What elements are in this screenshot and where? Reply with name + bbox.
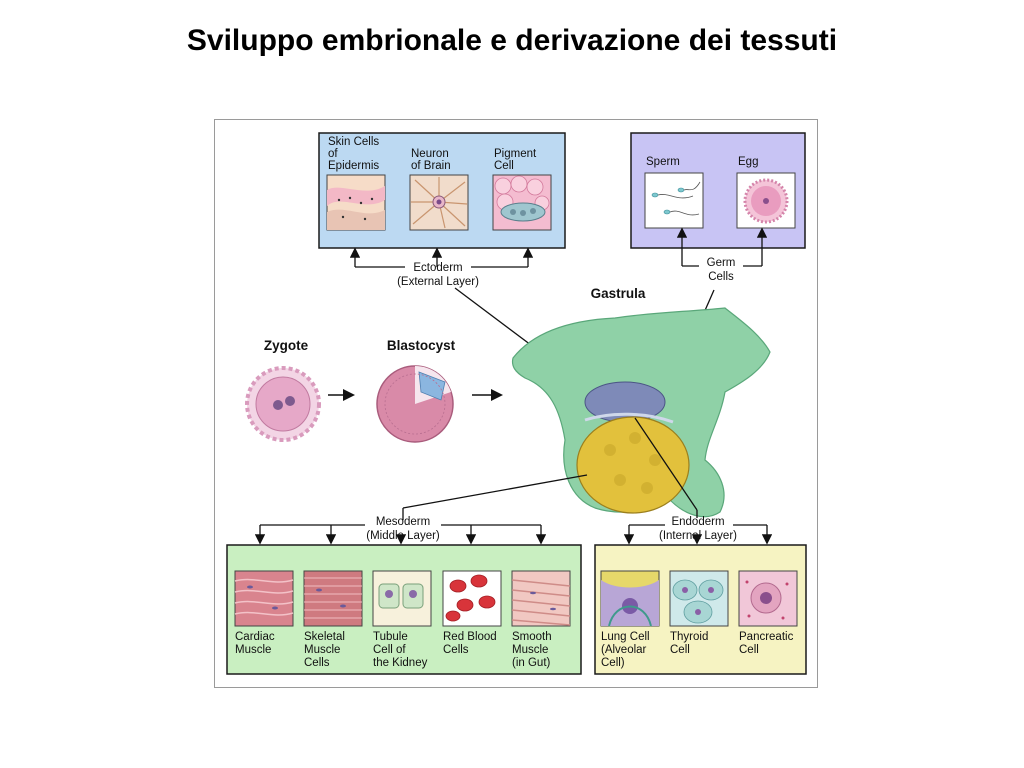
ectoderm-cell-label-line: of Brain bbox=[411, 160, 451, 172]
kidney-tubule-image bbox=[372, 570, 432, 627]
mesoderm-cell-label: Tubule Cell of the Kidney bbox=[373, 631, 428, 669]
zygote-image bbox=[245, 366, 321, 442]
cardiac-muscle-image bbox=[234, 570, 294, 627]
endoderm-cell-label: Thyroid Cell bbox=[670, 631, 712, 656]
endoderm-cell-label-line: Lung Cell bbox=[601, 631, 650, 643]
mesoderm-cell-label-line: Cells bbox=[304, 657, 330, 669]
ectoderm-cell-label: Skin Cells of Epidermis bbox=[328, 136, 382, 172]
mesoderm-description: (Middle Layer) bbox=[366, 530, 440, 542]
thyroid-cell-image bbox=[669, 570, 729, 627]
mesoderm-cell-label-line: Muscle bbox=[512, 644, 548, 656]
mesoderm-cell-label-line: Cell of bbox=[373, 644, 406, 656]
gastrula-image bbox=[511, 307, 771, 518]
mesoderm-cell-label: Cardiac Muscle bbox=[235, 631, 278, 656]
ectoderm-description: (External Layer) bbox=[397, 276, 479, 288]
slide-title: Sviluppo embrionale e derivazione dei te… bbox=[186, 24, 838, 57]
mesoderm-cell-label: Red Blood Cells bbox=[443, 631, 500, 656]
smooth-muscle-image bbox=[511, 570, 571, 627]
neuron-image bbox=[409, 174, 469, 231]
mesoderm-cell-label-line: Cells bbox=[443, 644, 469, 656]
lung-cell-image bbox=[600, 570, 660, 627]
mesoderm-cell-label-line: Skeletal bbox=[304, 631, 345, 643]
blastocyst-label: Blastocyst bbox=[387, 338, 456, 353]
embryo-diagram: Skin Cells of Epidermis Neuron of Brain … bbox=[214, 119, 818, 688]
egg-label: Egg bbox=[738, 156, 758, 168]
endoderm-cell-label-line: Pancreatic bbox=[739, 631, 794, 643]
endoderm-cell-label-line: Thyroid bbox=[670, 631, 708, 643]
endoderm-panel: Lung Cell (Alveolar Cell) Thyroid Cell P… bbox=[594, 544, 807, 675]
sperm-image bbox=[644, 172, 704, 229]
mesoderm-cell-label-line: (in Gut) bbox=[512, 657, 551, 669]
ectoderm-cell-label-line: Cell bbox=[494, 160, 514, 172]
germ-cells-label-line2: Cells bbox=[708, 271, 734, 283]
ectoderm-cell-label-line: Neuron bbox=[411, 148, 449, 160]
pancreatic-cell-image bbox=[738, 570, 798, 627]
mesoderm-cell-label-line: Smooth bbox=[512, 631, 552, 643]
mesoderm-cell-label-line: Muscle bbox=[304, 644, 340, 656]
egg-image bbox=[736, 172, 796, 229]
sperm-label: Sperm bbox=[646, 156, 680, 168]
mesoderm-cell-label-line: the Kidney bbox=[373, 657, 428, 669]
endoderm-cell-label-line: Cell) bbox=[601, 657, 625, 669]
mesoderm-cell-label-line: Red Blood bbox=[443, 631, 497, 643]
endoderm-cell-label: Lung Cell (Alveolar Cell) bbox=[601, 631, 653, 669]
pigment-cell-image bbox=[492, 174, 552, 231]
skin-cell-image bbox=[326, 174, 386, 231]
endoderm-cell-label-line: Cell bbox=[739, 644, 759, 656]
ectoderm-cell-label-line: Skin Cells bbox=[328, 136, 379, 148]
endoderm-cell-label: Pancreatic Cell bbox=[739, 631, 797, 656]
mesoderm-connector bbox=[254, 474, 588, 545]
germ-cells-label: Germ bbox=[707, 257, 736, 269]
ectoderm-cell-label-line: of bbox=[328, 148, 338, 160]
blastocyst-image bbox=[376, 365, 454, 443]
ectoderm-cell-label: Pigment Cell bbox=[494, 148, 539, 172]
endoderm-description: (Internal Layer) bbox=[659, 530, 737, 542]
mesoderm-cell-label-line: Tubule bbox=[373, 631, 408, 643]
ectoderm-panel: Skin Cells of Epidermis Neuron of Brain … bbox=[318, 132, 566, 249]
ectoderm-cell-label: Neuron of Brain bbox=[411, 148, 452, 172]
gastrula-label: Gastrula bbox=[591, 286, 646, 301]
mesoderm-cell-label: Skeletal Muscle Cells bbox=[304, 631, 348, 669]
endoderm-label: Endoderm bbox=[671, 516, 724, 528]
red-blood-cells-image bbox=[442, 570, 502, 627]
endoderm-cell-label-line: (Alveolar bbox=[601, 644, 647, 656]
mesoderm-cell-label-line: Cardiac bbox=[235, 631, 275, 643]
ectoderm-label: Ectoderm bbox=[413, 262, 462, 274]
mesoderm-cell-label-line: Muscle bbox=[235, 644, 271, 656]
zygote-label: Zygote bbox=[264, 338, 309, 353]
ectoderm-cell-label-line: Pigment bbox=[494, 148, 537, 160]
mesoderm-panel: Cardiac Muscle Skeletal Muscle Cells Tub… bbox=[226, 544, 582, 675]
mesoderm-cell-label: Smooth Muscle (in Gut) bbox=[512, 631, 555, 669]
endoderm-cell-label-line: Cell bbox=[670, 644, 690, 656]
endoderm-connector bbox=[623, 417, 773, 545]
ectoderm-cell-label-line: Epidermis bbox=[328, 160, 379, 172]
germ-panel: Sperm Egg bbox=[630, 132, 806, 249]
mesoderm-label: Mesoderm bbox=[376, 516, 430, 528]
skeletal-muscle-image bbox=[303, 570, 363, 627]
